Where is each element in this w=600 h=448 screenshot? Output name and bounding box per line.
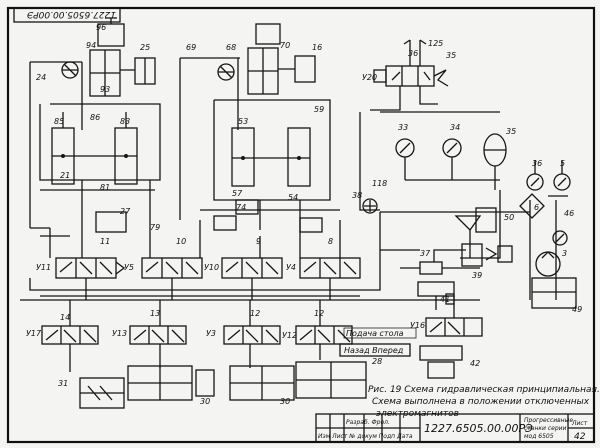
svg-text:50: 50 xyxy=(504,213,514,222)
top-drawing-number: 1227.6505.00.00РЭ xyxy=(26,9,116,19)
svg-text:27: 27 xyxy=(120,207,131,216)
pump-station xyxy=(380,190,577,309)
svg-text:У16: У16 xyxy=(410,321,425,330)
svg-text:42: 42 xyxy=(470,359,480,368)
svg-text:У13: У13 xyxy=(112,329,127,338)
svg-text:85: 85 xyxy=(54,117,64,126)
svg-text:57: 57 xyxy=(232,189,243,198)
svg-text:6: 6 xyxy=(534,203,539,212)
bottom-cylinders xyxy=(79,345,463,409)
svg-text:36: 36 xyxy=(408,49,418,58)
svg-text:28: 28 xyxy=(372,357,382,366)
svg-text:9: 9 xyxy=(256,237,261,246)
top-right-assembly xyxy=(359,39,571,214)
lower-valve-bank xyxy=(41,296,483,372)
sheet-number: 42 xyxy=(574,432,586,442)
sheet-label: Лист xyxy=(571,420,588,427)
svg-text:41: 41 xyxy=(440,295,450,304)
svg-text:21: 21 xyxy=(60,171,70,180)
svg-text:30: 30 xyxy=(200,397,210,406)
caption-line-2: Схема выполнена в положении отключенных xyxy=(372,397,590,407)
svg-text:У17: У17 xyxy=(26,329,42,338)
svg-text:13: 13 xyxy=(150,309,160,318)
stamp-left: Разраб. Фрол. xyxy=(346,419,390,426)
svg-text:3: 3 xyxy=(562,249,567,258)
svg-text:59: 59 xyxy=(314,105,324,114)
svg-text:25: 25 xyxy=(140,43,150,52)
svg-text:74: 74 xyxy=(236,203,246,212)
svg-text:34: 34 xyxy=(450,123,460,132)
manifold-lines xyxy=(20,212,480,301)
svg-text:14: 14 xyxy=(60,313,70,322)
svg-text:У5: У5 xyxy=(124,263,134,272)
pressure-valve-group xyxy=(400,249,480,310)
svg-text:У10: У10 xyxy=(204,263,219,272)
svg-text:У12: У12 xyxy=(282,331,297,340)
svg-text:125: 125 xyxy=(428,39,443,48)
svg-text:53: 53 xyxy=(238,117,248,126)
svg-text:35: 35 xyxy=(506,127,516,136)
svg-text:69: 69 xyxy=(186,43,196,52)
svg-text:83: 83 xyxy=(120,117,130,126)
top-left-assembly xyxy=(29,17,161,230)
svg-text:12: 12 xyxy=(314,309,324,318)
top-middle-assembly xyxy=(179,23,340,236)
svg-text:12: 12 xyxy=(250,309,260,318)
solenoid-labels: У20 У17 У13 У3 У12 У16 У11 У5 У10 У4 xyxy=(26,73,425,340)
svg-text:35: 35 xyxy=(446,51,456,60)
svg-text:49: 49 xyxy=(572,305,582,314)
svg-text:5: 5 xyxy=(560,159,565,168)
svg-text:94: 94 xyxy=(86,41,96,50)
callout-numbers: 94 96 25 24 93 83 85 86 21 81 69 68 70 1… xyxy=(36,23,582,406)
stamp-right-mid: станки серии xyxy=(524,425,567,432)
middle-valve-bank xyxy=(30,199,361,279)
svg-text:10: 10 xyxy=(176,237,186,246)
svg-text:54: 54 xyxy=(288,193,298,202)
svg-text:11: 11 xyxy=(100,237,110,246)
svg-text:16: 16 xyxy=(312,43,322,52)
svg-text:8: 8 xyxy=(328,237,333,246)
stamp-right-bot: мод 6505 xyxy=(524,433,554,440)
motion-table-box xyxy=(343,327,417,339)
svg-text:30: 30 xyxy=(280,397,290,406)
svg-text:46: 46 xyxy=(564,209,574,218)
svg-text:У11: У11 xyxy=(36,263,51,272)
motion-table-label: Подача стола xyxy=(346,329,404,338)
svg-text:У4: У4 xyxy=(286,263,296,272)
svg-text:81: 81 xyxy=(100,183,110,192)
drawing-frame xyxy=(6,6,596,444)
stamp-header: Изм Лист № докум Подп Дата xyxy=(318,433,413,440)
svg-text:86: 86 xyxy=(90,113,100,122)
svg-text:68: 68 xyxy=(226,43,236,52)
svg-text:38: 38 xyxy=(352,191,362,200)
svg-text:У3: У3 xyxy=(206,329,216,338)
svg-text:33: 33 xyxy=(398,123,408,132)
stamp-right-top: Прогрессивные xyxy=(524,417,573,424)
title-block xyxy=(315,413,595,443)
top-number-box xyxy=(13,7,121,23)
svg-text:70: 70 xyxy=(280,41,290,50)
svg-text:39: 39 xyxy=(472,271,482,280)
svg-text:93: 93 xyxy=(100,85,110,94)
svg-text:79: 79 xyxy=(150,223,160,232)
svg-text:118: 118 xyxy=(372,179,387,188)
svg-text:У20: У20 xyxy=(362,73,377,82)
svg-text:96: 96 xyxy=(96,23,106,32)
stamp-drawing-number: 1227.6505.00.00РЭ xyxy=(424,422,533,435)
fast-forward-box xyxy=(339,343,411,357)
svg-text:37: 37 xyxy=(420,249,431,258)
fast-forward-label: Назад Вперед xyxy=(344,346,404,355)
svg-text:31: 31 xyxy=(58,379,68,388)
caption-line-1: Рис. 19 Схема гидравлическая принципиаль… xyxy=(368,385,600,395)
svg-text:24: 24 xyxy=(36,73,46,82)
svg-text:36: 36 xyxy=(532,159,542,168)
